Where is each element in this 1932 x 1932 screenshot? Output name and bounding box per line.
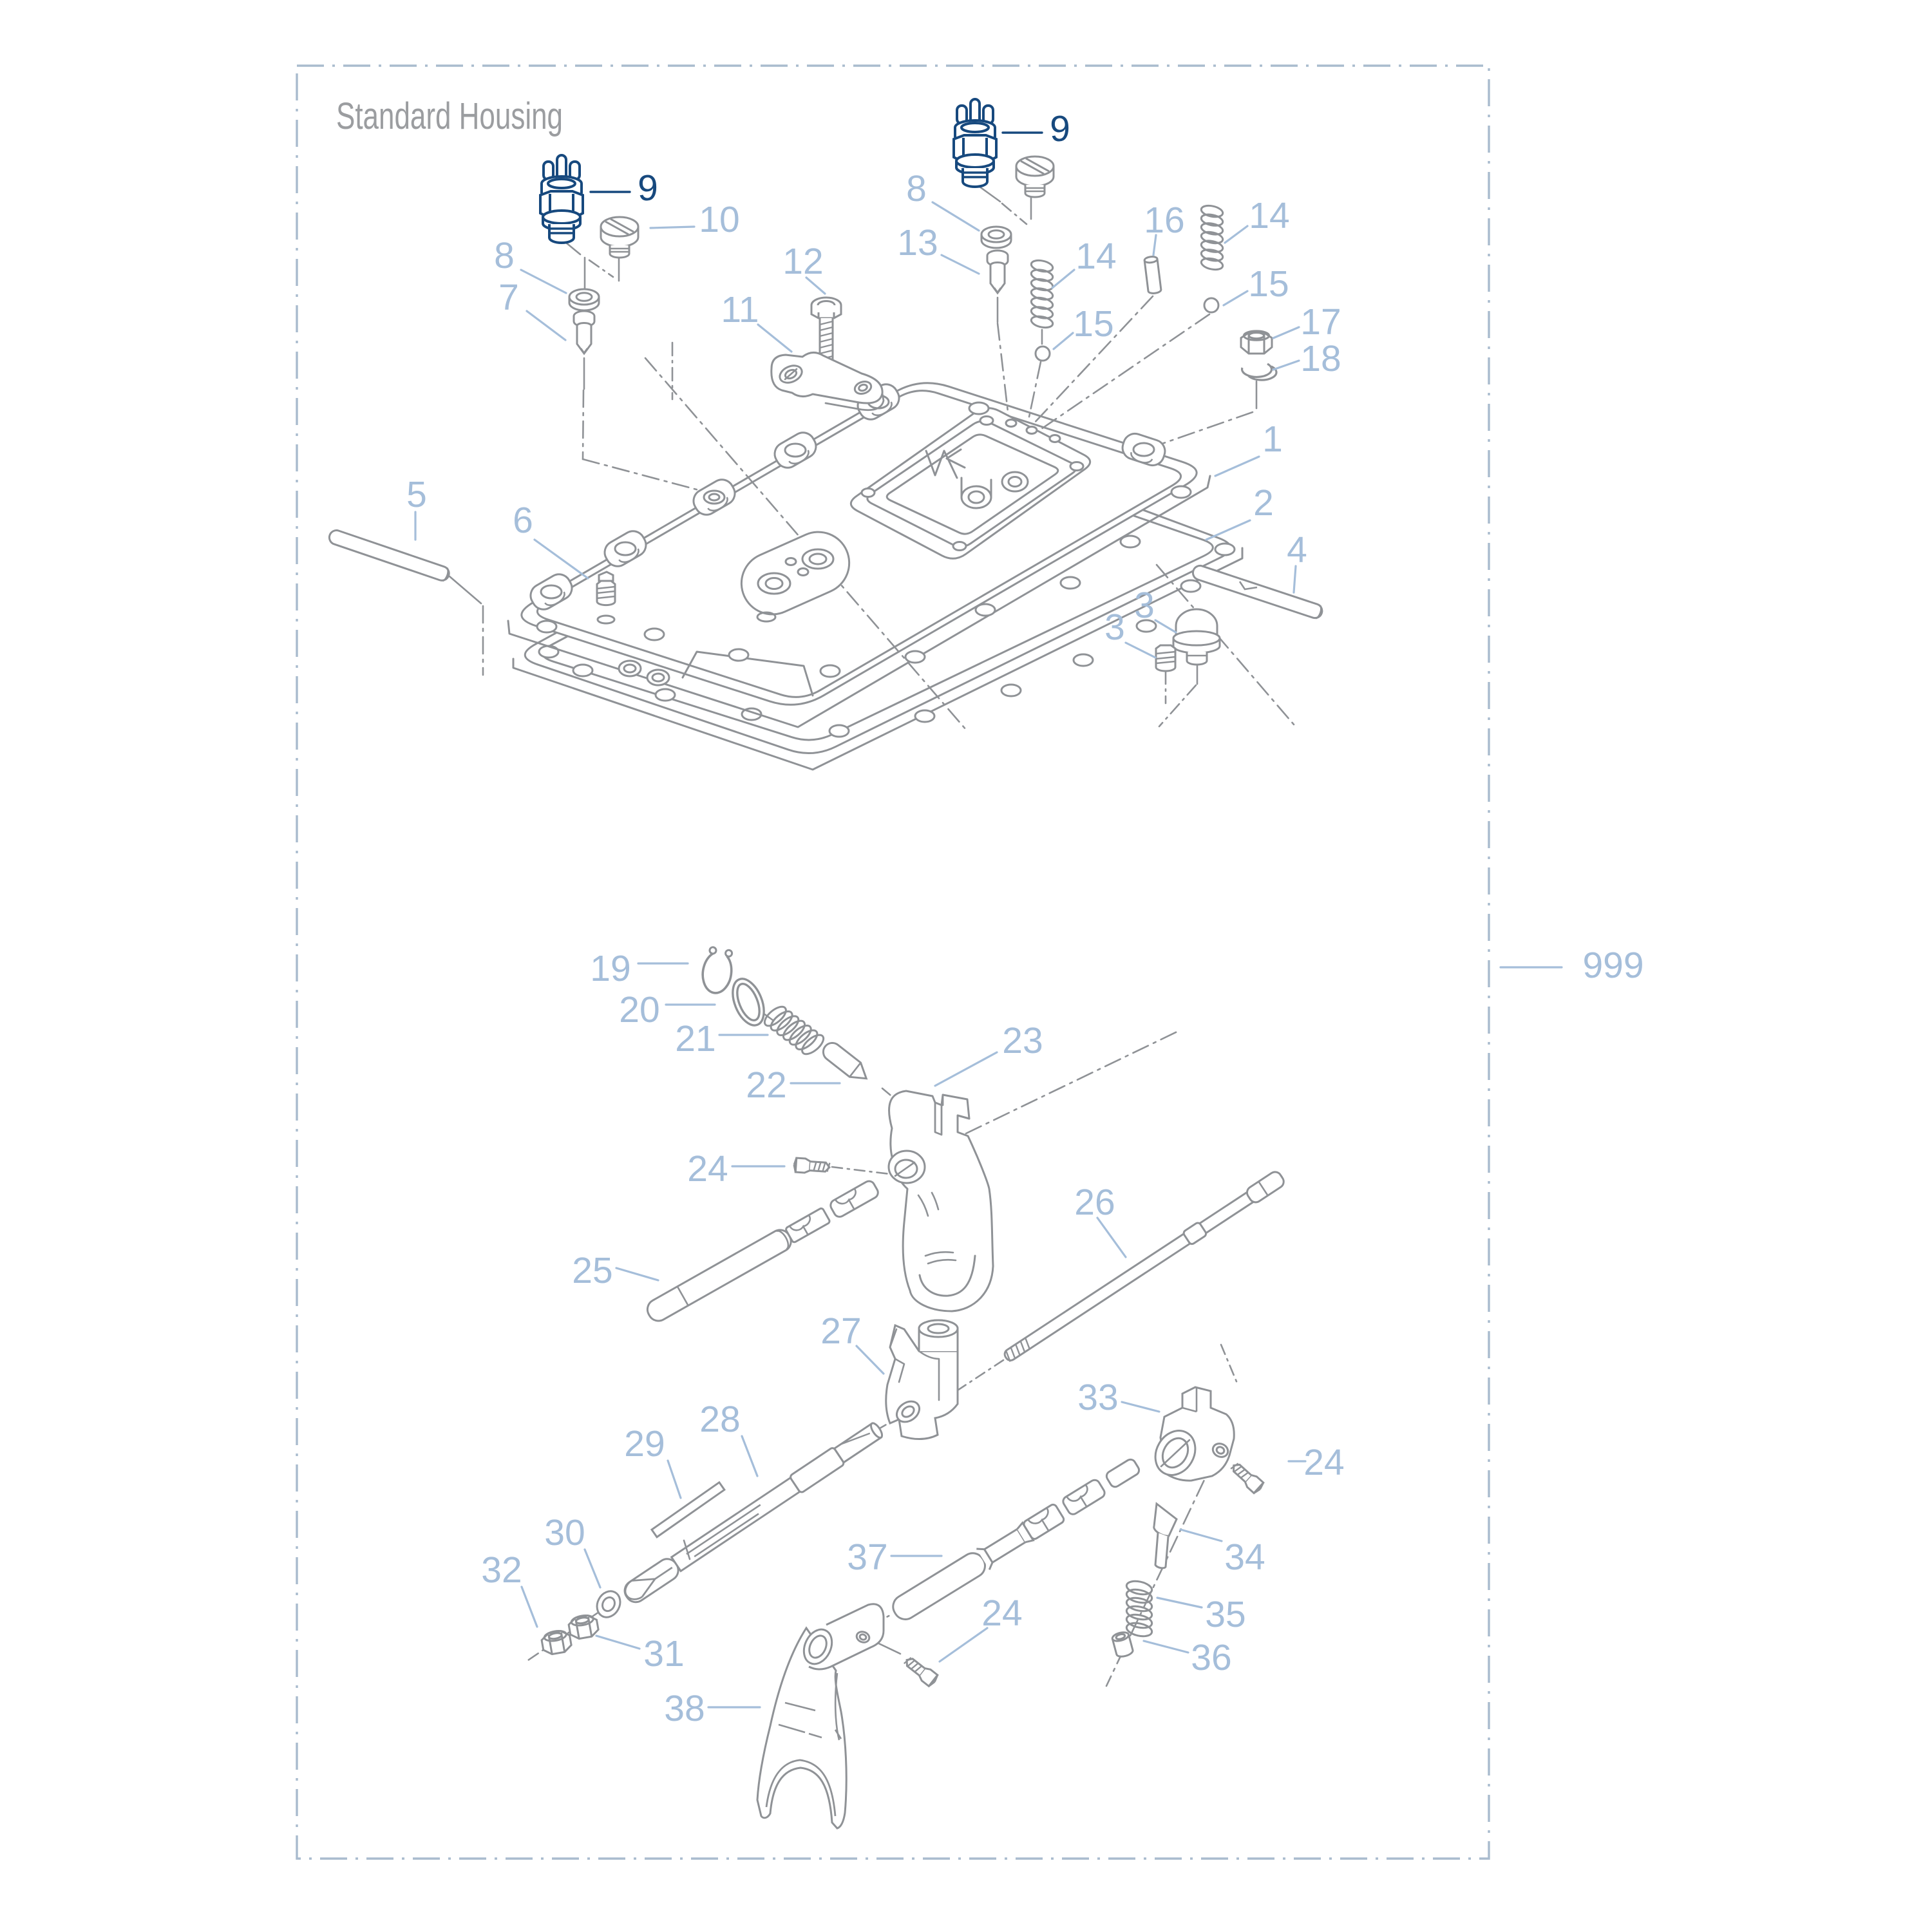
svg-text:8: 8 (494, 235, 515, 276)
svg-text:21: 21 (675, 1018, 715, 1059)
svg-text:7: 7 (498, 277, 519, 318)
svg-text:14: 14 (1075, 236, 1116, 277)
svg-text:Standard Housing: Standard Housing (336, 95, 563, 137)
svg-text:25: 25 (572, 1250, 612, 1291)
svg-text:3: 3 (1134, 585, 1155, 626)
svg-text:14: 14 (1249, 195, 1289, 236)
svg-text:11: 11 (721, 289, 759, 330)
svg-text:32: 32 (481, 1549, 522, 1591)
svg-text:35: 35 (1205, 1594, 1245, 1635)
svg-text:3: 3 (1104, 607, 1125, 648)
svg-text:9: 9 (1050, 108, 1070, 149)
svg-text:2: 2 (1253, 482, 1274, 524)
svg-text:17: 17 (1300, 301, 1341, 343)
svg-text:15: 15 (1073, 303, 1113, 345)
svg-text:15: 15 (1248, 263, 1289, 305)
svg-text:22: 22 (746, 1065, 786, 1106)
svg-text:28: 28 (699, 1399, 740, 1440)
svg-text:12: 12 (782, 241, 823, 282)
svg-text:30: 30 (544, 1512, 585, 1553)
svg-text:27: 27 (820, 1311, 861, 1352)
svg-text:4: 4 (1287, 529, 1307, 571)
svg-text:36: 36 (1191, 1637, 1231, 1678)
svg-text:999: 999 (1582, 945, 1643, 986)
svg-text:34: 34 (1224, 1537, 1265, 1578)
svg-text:37: 37 (847, 1537, 887, 1578)
svg-text:31: 31 (643, 1633, 684, 1674)
svg-text:8: 8 (906, 168, 927, 209)
svg-text:1: 1 (1262, 419, 1283, 460)
svg-text:13: 13 (897, 222, 938, 263)
svg-text:24: 24 (1303, 1442, 1344, 1483)
svg-text:38: 38 (664, 1688, 705, 1729)
svg-text:6: 6 (513, 500, 533, 541)
svg-text:19: 19 (590, 948, 630, 989)
svg-text:10: 10 (699, 199, 739, 240)
svg-text:26: 26 (1074, 1182, 1115, 1223)
svg-text:5: 5 (406, 474, 427, 515)
svg-text:16: 16 (1144, 200, 1184, 241)
svg-text:9: 9 (638, 167, 658, 209)
svg-text:20: 20 (619, 989, 659, 1030)
svg-text:29: 29 (624, 1423, 665, 1464)
svg-text:24: 24 (981, 1593, 1022, 1634)
svg-text:23: 23 (1002, 1020, 1043, 1061)
svg-text:18: 18 (1300, 338, 1341, 379)
svg-text:24: 24 (687, 1148, 728, 1189)
svg-text:33: 33 (1077, 1377, 1118, 1418)
